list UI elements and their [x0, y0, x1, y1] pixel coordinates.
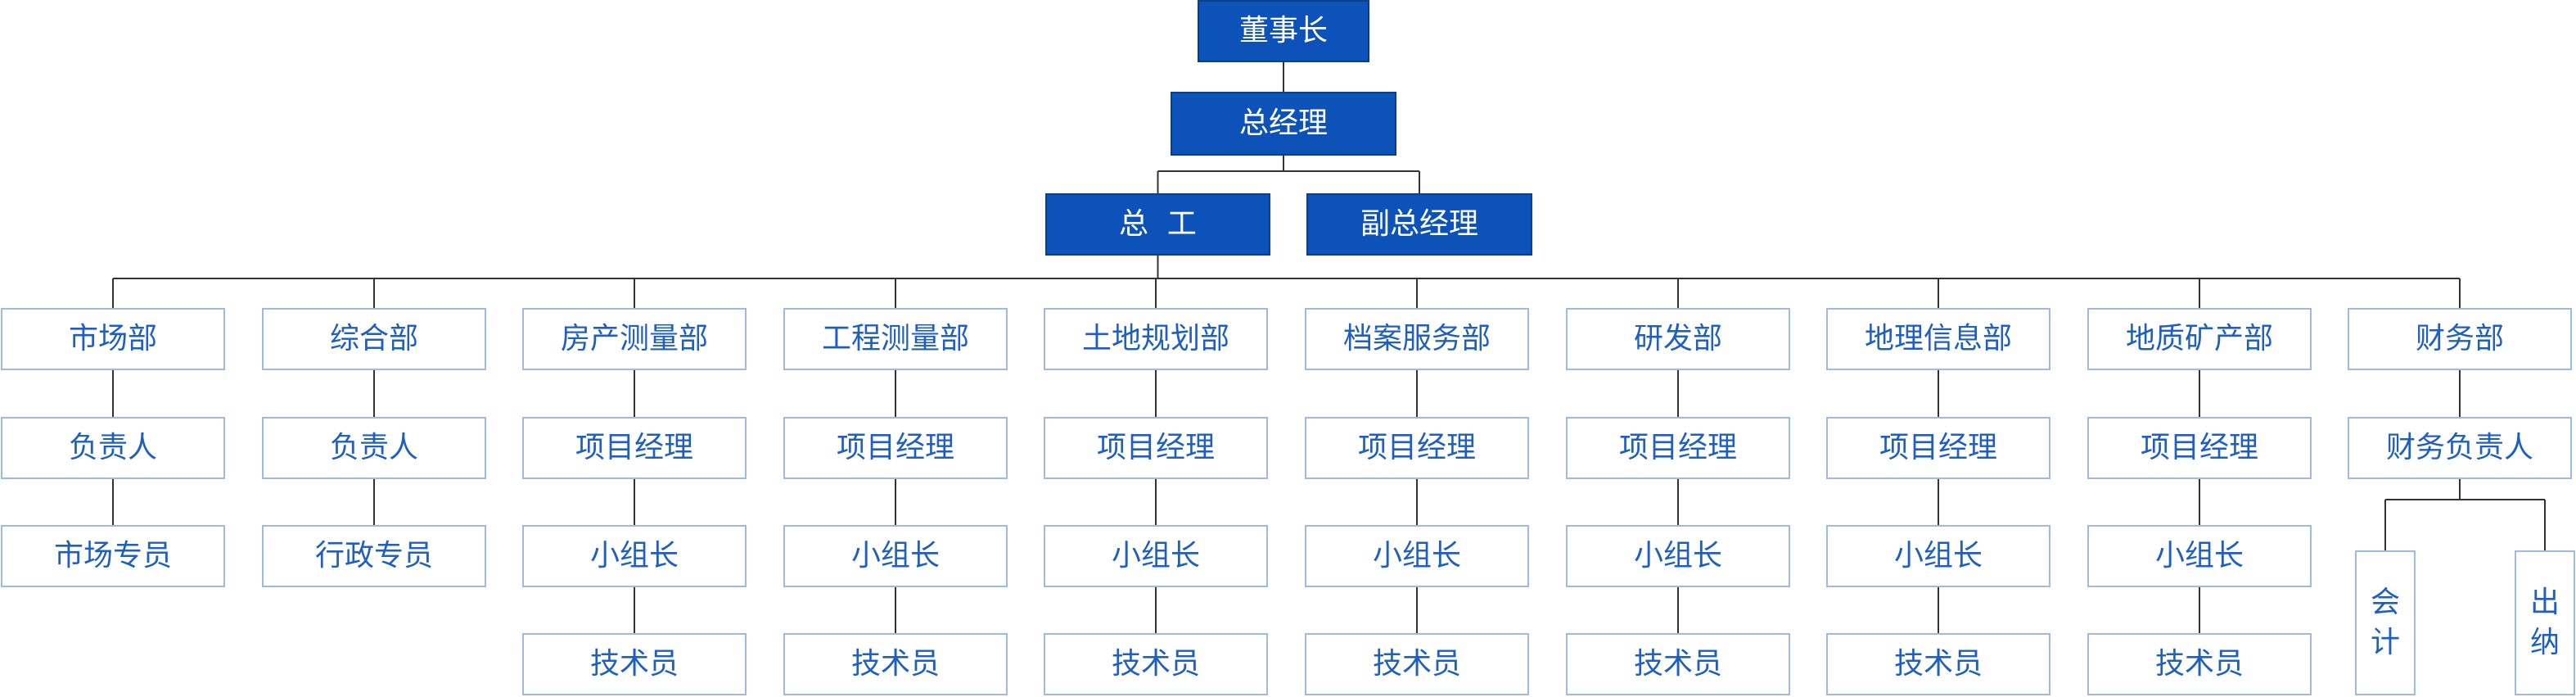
- department-label: 综合部: [329, 322, 418, 355]
- department-box: 档案服务部: [1305, 308, 1529, 370]
- role-box: 技术员: [522, 633, 747, 695]
- department-label: 市场部: [68, 322, 157, 355]
- deputy-gm-box: 副总经理: [1306, 193, 1532, 256]
- department-label: 财务部: [2415, 322, 2504, 355]
- role-label: 项目经理: [1357, 431, 1476, 464]
- role-box: 项目经理: [1826, 417, 2050, 479]
- role-label: 行政专员: [314, 539, 433, 573]
- role-label: 市场专员: [53, 539, 172, 573]
- department-box: 研发部: [1566, 308, 1790, 370]
- department-box: 财务部: [2348, 308, 2572, 370]
- department-label: 工程测量部: [821, 322, 969, 355]
- role-label: 技术员: [1372, 647, 1461, 681]
- role-box: 财务负责人: [2348, 417, 2572, 479]
- role-label: 技术员: [1633, 647, 1722, 681]
- chief-engineer-label: 总 工: [1119, 207, 1197, 241]
- finance-sub-box: 出纳: [2515, 550, 2575, 695]
- finance-sub-box: 会计: [2355, 550, 2416, 695]
- role-box: 小组长: [1305, 525, 1529, 587]
- role-box: 小组长: [1566, 525, 1790, 587]
- role-label: 项目经理: [575, 431, 693, 464]
- role-label: 技术员: [1893, 647, 1983, 681]
- role-label: 财务负责人: [2385, 431, 2533, 464]
- role-box: 行政专员: [262, 525, 486, 587]
- chairman-label: 董事长: [1238, 14, 1328, 48]
- role-box: 负责人: [1, 417, 225, 479]
- role-box: 市场专员: [1, 525, 225, 587]
- role-box: 技术员: [783, 633, 1008, 695]
- deputy-gm-label: 副总经理: [1360, 207, 1478, 241]
- department-box: 地理信息部: [1826, 308, 2050, 370]
- role-label: 项目经理: [836, 431, 954, 464]
- role-label: 项目经理: [1879, 431, 1997, 464]
- role-box: 技术员: [1826, 633, 2050, 695]
- department-label: 土地规划部: [1081, 322, 1229, 355]
- role-box: 技术员: [1044, 633, 1268, 695]
- role-box: 项目经理: [2087, 417, 2312, 479]
- finance-sub-label: 会计: [2370, 585, 2400, 659]
- role-box: 技术员: [1305, 633, 1529, 695]
- role-label: 小组长: [1633, 539, 1722, 573]
- role-label: 项目经理: [1096, 431, 1215, 464]
- role-box: 项目经理: [1305, 417, 1529, 479]
- role-label: 负责人: [68, 431, 157, 464]
- department-box: 综合部: [262, 308, 486, 370]
- role-label: 项目经理: [2140, 431, 2258, 464]
- chief-engineer-box: 总 工: [1045, 193, 1270, 256]
- department-box: 地质矿产部: [2087, 308, 2312, 370]
- role-label: 负责人: [329, 431, 418, 464]
- role-box: 小组长: [1044, 525, 1268, 587]
- general-manager-box: 总经理: [1171, 92, 1396, 156]
- department-box: 土地规划部: [1044, 308, 1268, 370]
- department-box: 工程测量部: [783, 308, 1008, 370]
- general-manager-label: 总经理: [1238, 106, 1328, 140]
- department-box: 市场部: [1, 308, 225, 370]
- role-label: 小组长: [2154, 539, 2244, 573]
- role-box: 小组长: [783, 525, 1008, 587]
- role-label: 项目经理: [1618, 431, 1737, 464]
- role-box: 小组长: [2087, 525, 2312, 587]
- chairman-box: 董事长: [1198, 0, 1369, 62]
- role-box: 项目经理: [1044, 417, 1268, 479]
- department-label: 房产测量部: [560, 322, 708, 355]
- role-label: 小组长: [850, 539, 940, 573]
- role-label: 小组长: [1893, 539, 1983, 573]
- role-label: 技术员: [2154, 647, 2244, 681]
- department-label: 研发部: [1633, 322, 1722, 355]
- role-label: 小组长: [1372, 539, 1461, 573]
- role-label: 技术员: [589, 647, 679, 681]
- role-label: 小组长: [589, 539, 679, 573]
- department-label: 地理信息部: [1864, 322, 2012, 355]
- department-box: 房产测量部: [522, 308, 747, 370]
- department-label: 地质矿产部: [2125, 322, 2273, 355]
- role-box: 小组长: [522, 525, 747, 587]
- finance-sub-label: 出纳: [2529, 585, 2560, 659]
- role-label: 技术员: [850, 647, 940, 681]
- role-box: 小组长: [1826, 525, 2050, 587]
- role-label: 小组长: [1111, 539, 1200, 573]
- role-box: 负责人: [262, 417, 486, 479]
- department-label: 档案服务部: [1342, 322, 1491, 355]
- role-box: 技术员: [1566, 633, 1790, 695]
- role-label: 技术员: [1111, 647, 1200, 681]
- role-box: 项目经理: [522, 417, 747, 479]
- role-box: 项目经理: [783, 417, 1008, 479]
- role-box: 项目经理: [1566, 417, 1790, 479]
- role-box: 技术员: [2087, 633, 2312, 695]
